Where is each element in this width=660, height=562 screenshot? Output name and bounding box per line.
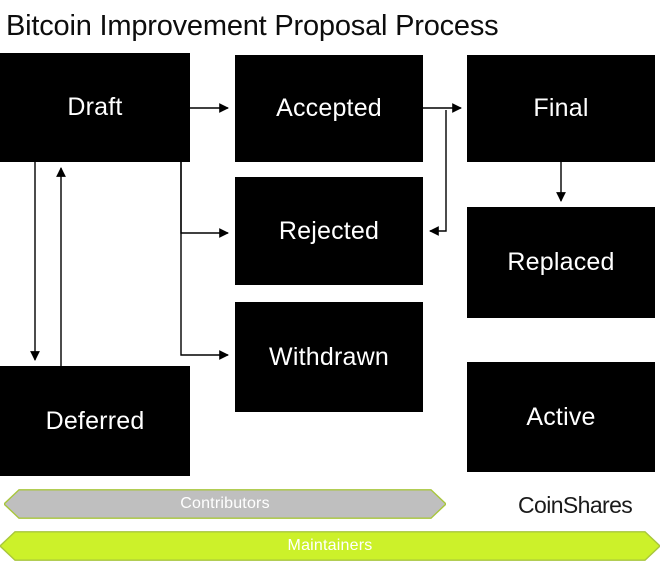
node-rejected-label: Rejected: [278, 216, 380, 245]
node-active[interactable]: Active: [467, 362, 655, 472]
role-bar-contributors[interactable]: Contributors: [4, 489, 446, 519]
contributors-arrow-shape: [4, 489, 446, 519]
edge-accepted-to-rejected: [429, 110, 447, 236]
node-accepted-label: Accepted: [276, 94, 382, 122]
node-accepted[interactable]: Accepted: [235, 55, 423, 162]
node-deferred[interactable]: Deferred: [0, 366, 190, 476]
role-bar-maintainers[interactable]: Maintainers: [0, 531, 660, 561]
edge-draft-to-withdrawn: [180, 162, 229, 360]
node-final-label: Final: [533, 94, 589, 122]
node-withdrawn[interactable]: Withdrawn: [235, 302, 423, 412]
node-deferred-label: Deferred: [45, 406, 145, 435]
node-replaced-label: Replaced: [507, 248, 615, 276]
node-withdrawn-label: Withdrawn: [269, 342, 389, 371]
coinshares-logo: CoinShares: [518, 492, 633, 518]
node-draft[interactable]: Draft: [0, 53, 190, 162]
node-draft-label: Draft: [67, 93, 123, 121]
node-replaced[interactable]: Replaced: [467, 207, 655, 318]
role-bar-contributors-label: Contributors: [180, 495, 270, 512]
page-title: Bitcoin Improvement Proposal Process: [6, 10, 499, 42]
node-final[interactable]: Final: [467, 55, 655, 162]
maintainers-arrow-shape: [0, 531, 660, 561]
node-rejected[interactable]: Rejected: [235, 177, 423, 285]
edge-draft-to-rejected: [180, 162, 229, 238]
node-active-label: Active: [526, 402, 596, 431]
role-bar-maintainers-label: Maintainers: [287, 537, 373, 554]
